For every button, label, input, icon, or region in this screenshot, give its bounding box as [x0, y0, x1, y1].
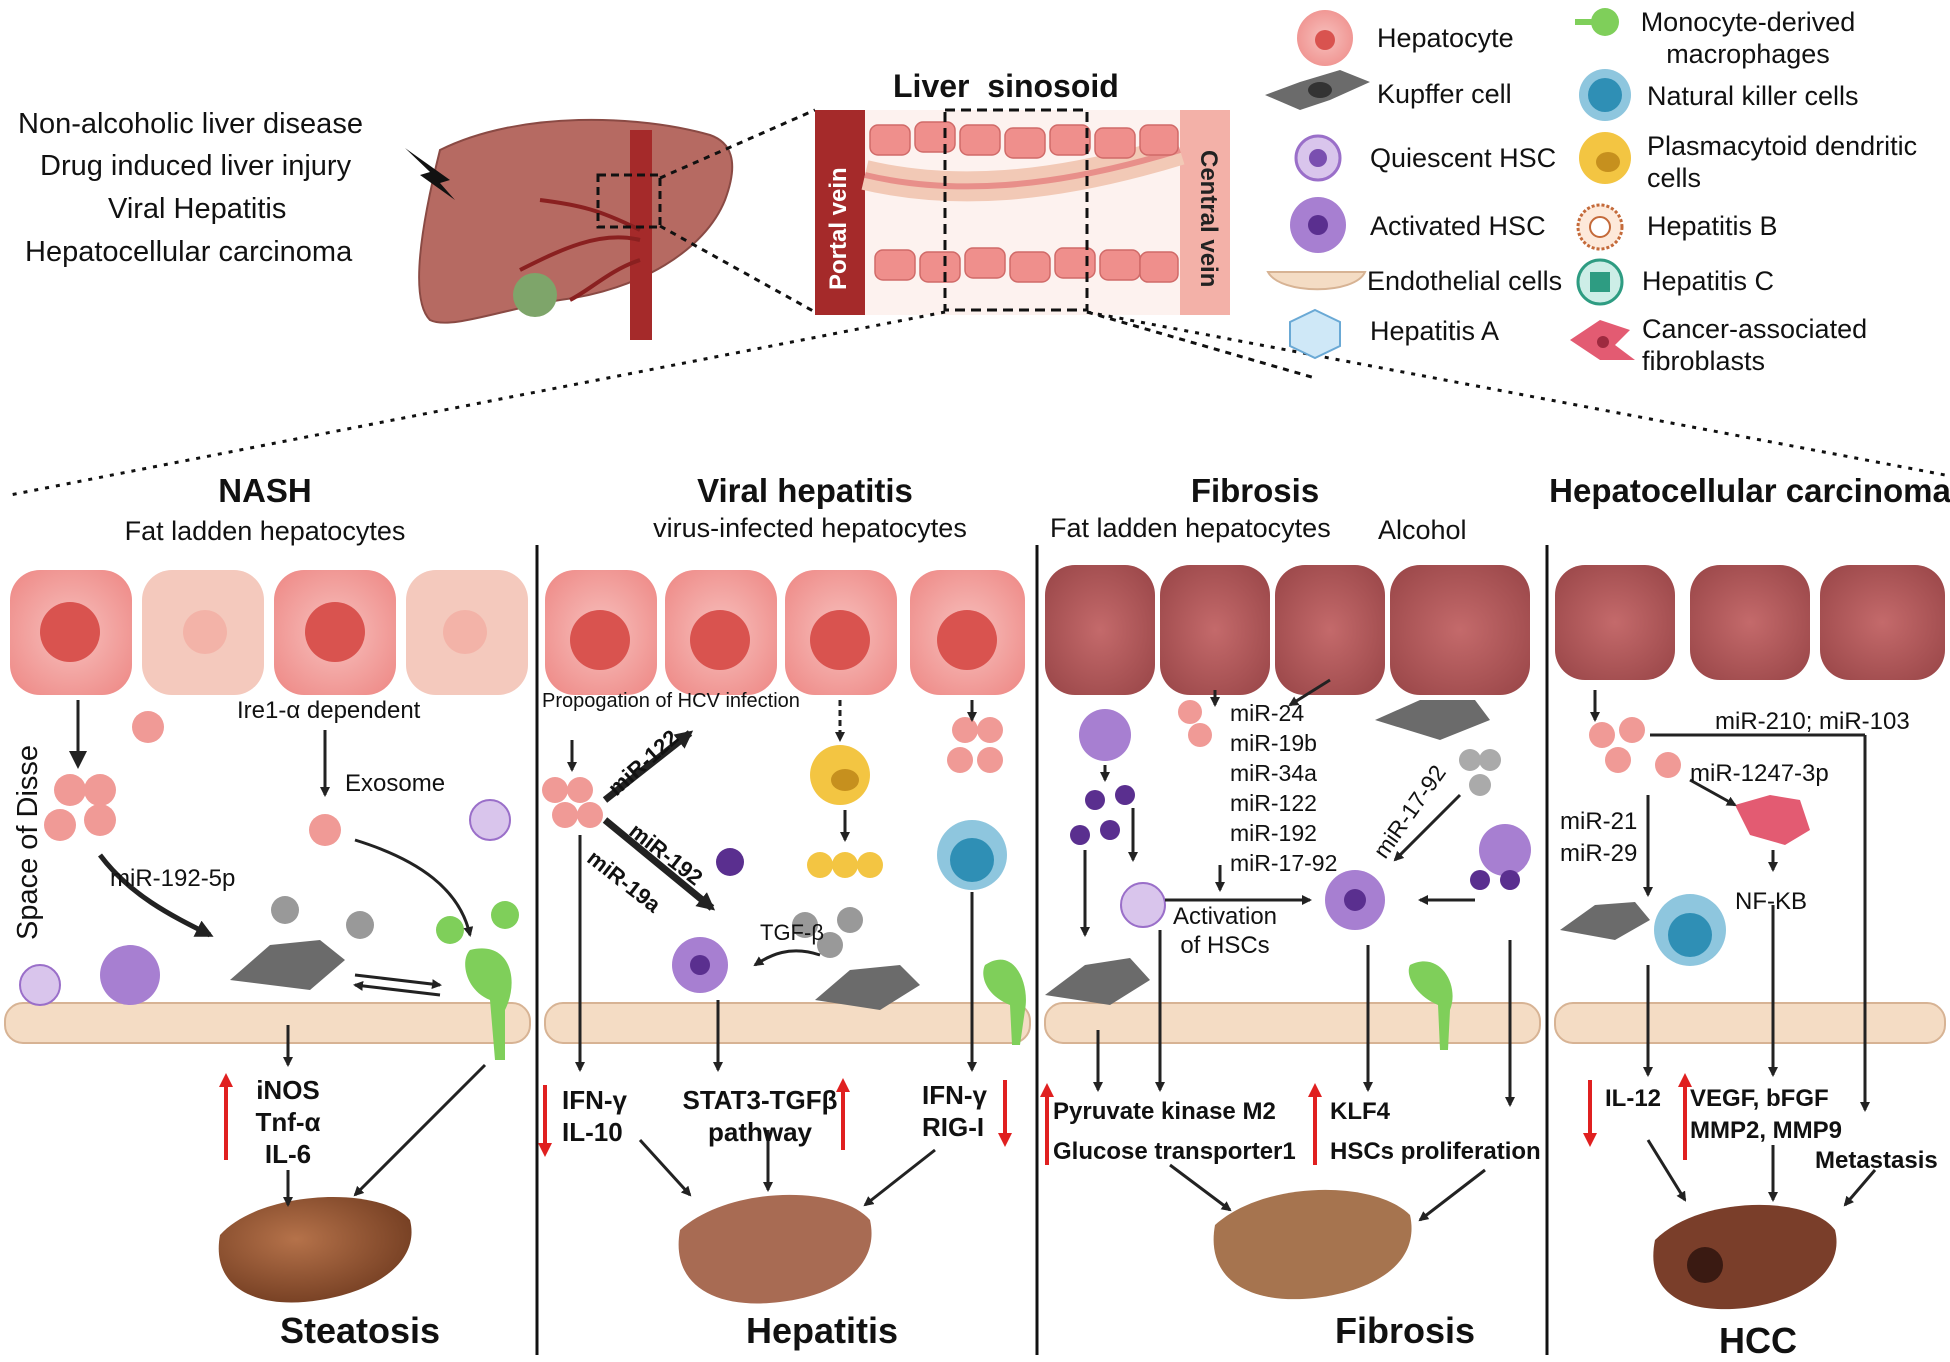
mir-label: miR-122: [1230, 790, 1317, 816]
sinusoid-title: Liver sinosoid: [893, 68, 1119, 104]
activated-hsc-icon: [1290, 197, 1346, 253]
marker-label: pathway: [707, 1117, 813, 1147]
marker-label: STAT3-TGFβ: [682, 1085, 838, 1115]
caf-icon: [1570, 320, 1635, 360]
hepatitis-a-icon: [1289, 308, 1341, 360]
liver-steatosis: [218, 1197, 412, 1303]
legend-label: Quiescent HSC: [1370, 143, 1557, 173]
marker-label: Glucose transporter1: [1053, 1138, 1296, 1165]
mir-29-label: miR-29: [1560, 840, 1638, 867]
legend-label: Monocyte-derived macrophages: [1640, 7, 1856, 69]
liver-hepatitis: [678, 1194, 872, 1304]
propagation-label: Propogation of HCV infection: [542, 690, 800, 712]
panel-title-hcc: Hepatocellular carcinoma: [1549, 472, 1950, 509]
viral-cells: [542, 717, 1026, 1045]
outcome-hcc: HCC: [1719, 1320, 1797, 1361]
hcc-cells: [1560, 717, 1810, 966]
disease-label: Drug induced liver injury: [40, 150, 352, 182]
legend-label: Hepatitis B: [1647, 211, 1778, 241]
panel-subtitle-fibrosis: Fat ladden hepatocytes: [1050, 513, 1331, 543]
legend-label: Natural killer cells: [1647, 81, 1859, 111]
panel-title-viral: Viral hepatitis: [697, 472, 913, 509]
activation-label: of HSCs: [1180, 932, 1270, 959]
endothelial-lining: [4, 1002, 1946, 1044]
hepatocyte-row-viral: [545, 570, 1025, 695]
hepatitis-b-icon: [1576, 203, 1624, 251]
mir-21-label: miR-21: [1560, 808, 1638, 835]
flow-arrows: [69, 678, 1877, 1222]
liver-fibrosis: [1213, 1189, 1412, 1300]
disease-label: Viral Hepatitis: [108, 193, 287, 225]
hepatocyte-row-hcc: [1555, 565, 1945, 680]
outcome-hepatitis: Hepatitis: [745, 1310, 899, 1351]
disease-label: Non-alcoholic liver disease: [18, 108, 363, 140]
central-vein-label: Central vein: [1195, 150, 1222, 288]
legend-label: Hepatitis A: [1370, 316, 1500, 346]
ire1-label: Ire1-α dependent: [237, 697, 421, 724]
legend-icons: [1265, 8, 1635, 360]
macrophage-icon: [1575, 8, 1619, 36]
outcome-fibrosis: Fibrosis: [1334, 1310, 1476, 1351]
legend-label: Cancer-associated fibroblasts: [1642, 314, 1868, 376]
marker-label: IL-10: [562, 1117, 623, 1147]
marker-label: RIG-I: [922, 1112, 985, 1142]
legend-label: Endothelial cells: [1367, 266, 1563, 296]
mir-label: miR-19b: [1230, 730, 1317, 756]
marker-label: IL-12: [1605, 1085, 1662, 1112]
legend-label: Plasmacytoid dendritic cells: [1647, 131, 1918, 193]
mir-label: miR-17-92: [1230, 850, 1338, 876]
lightning-icon: [405, 148, 455, 200]
mir-label: miR-34a: [1230, 760, 1317, 786]
alcohol-label: Alcohol: [1378, 515, 1467, 545]
regulation-arrows: [219, 1073, 1692, 1165]
legend-label: Hepatocyte: [1377, 23, 1514, 53]
marker-label: Tnf-α: [255, 1107, 321, 1137]
outcome-steatosis: Steatosis: [279, 1310, 441, 1351]
hepatocyte-row-fibrosis: [1045, 565, 1530, 695]
exosome-label: Exosome: [345, 770, 446, 797]
marker-label: VEGF, bFGF: [1690, 1085, 1829, 1112]
marker-label: IL-6: [264, 1139, 312, 1169]
legend-label: Hepatitis C: [1642, 266, 1775, 296]
marker-label: iNOS: [256, 1075, 320, 1105]
kupffer-cell-icon: [1265, 70, 1370, 110]
nk-cell-icon: [1579, 69, 1631, 121]
hepatocyte-row-nash: [10, 570, 528, 695]
panel-subtitle-viral: virus-infected hepatocytes: [653, 513, 967, 543]
legend-label: Activated HSC: [1370, 211, 1546, 241]
fibrosis-cells: [1045, 700, 1531, 1050]
mir-192-5p-label: miR-192-5p: [110, 865, 236, 892]
quiescent-hsc-icon: [1294, 134, 1342, 182]
liver-hcc: [1653, 1204, 1837, 1310]
mir-1247-label: miR-1247-3p: [1690, 760, 1829, 787]
hepatitis-c-icon: [1576, 258, 1624, 306]
panel-title-nash: NASH: [218, 472, 312, 509]
marker-label: KLF4: [1330, 1098, 1390, 1125]
marker-label: IFN-γ: [922, 1080, 987, 1110]
nash-cells: [19, 711, 519, 1060]
activation-label: Activation: [1172, 903, 1278, 930]
tgf-beta-label: TGF-β: [760, 920, 824, 945]
marker-label: Pyruvate kinase M2: [1053, 1098, 1276, 1125]
panel-subtitle-nash: Fat ladden hepatocytes: [124, 516, 406, 546]
legend-label: Kupffer cell: [1377, 79, 1512, 109]
space-of-disse-label: Space of Disse: [12, 744, 44, 940]
mir-label: miR-24: [1230, 700, 1305, 726]
marker-label: MMP2, MMP9: [1690, 1117, 1843, 1144]
sinusoid-inset: [815, 108, 1230, 315]
pdc-icon: [1579, 132, 1631, 184]
mir-label: miR-192: [1230, 820, 1317, 846]
nf-kb-label: NF-KB: [1735, 888, 1807, 915]
endothelial-cell-icon: [1266, 271, 1367, 291]
metastasis-label: Metastasis: [1815, 1147, 1938, 1174]
liver-organ-illustration: [418, 118, 734, 340]
panel-title-fibrosis: Fibrosis: [1190, 472, 1320, 509]
marker-label: HSCs proliferation: [1330, 1138, 1541, 1165]
portal-vein-label: Portal vein: [825, 167, 852, 290]
marker-label: IFN-γ: [562, 1085, 627, 1115]
disease-label: Hepatocellular carcinoma: [25, 236, 353, 268]
mir-210-label: miR-210; miR-103: [1715, 708, 1910, 735]
